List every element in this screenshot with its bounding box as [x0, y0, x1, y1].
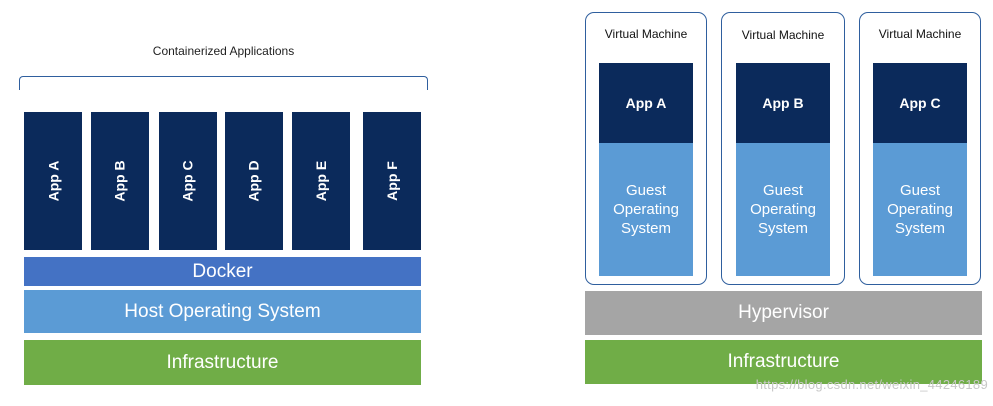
hypervisor-layer: Hypervisor — [585, 291, 982, 335]
container-infrastructure-layer: Infrastructure — [24, 340, 421, 385]
virtual-machine-title: Virtual Machine — [878, 27, 962, 41]
vm-app-c: App C — [873, 63, 967, 143]
guest-os-layer: Guest Operating System — [873, 143, 967, 276]
container-app-b: App B — [91, 112, 149, 250]
guest-os-layer: Guest Operating System — [736, 143, 830, 276]
container-app-label: App A — [44, 160, 61, 202]
container-app-d: App D — [225, 112, 283, 250]
virtual-machine-title: Virtual Machine — [741, 28, 825, 42]
docker-layer: Docker — [24, 257, 421, 286]
containerized-applications-caption: Containerized Applications — [152, 44, 295, 58]
container-app-label: App D — [246, 160, 262, 202]
host-os-layer: Host Operating System — [24, 290, 421, 333]
vm-app-a: App A — [599, 63, 693, 143]
virtual-machine-title: Virtual Machine — [604, 27, 688, 41]
container-app-label: App E — [312, 160, 329, 202]
vm-infrastructure-layer: Infrastructure — [585, 340, 982, 384]
containerized-applications-bracket — [19, 76, 428, 90]
guest-os-layer: Guest Operating System — [599, 143, 693, 276]
container-app-label: App F — [384, 161, 400, 201]
vm-app-b: App B — [736, 63, 830, 143]
container-app-label: App B — [112, 160, 128, 202]
container-app-e: App E — [292, 112, 350, 250]
container-app-f: App F — [363, 112, 421, 250]
container-app-label: App C — [180, 160, 196, 202]
container-app-c: App C — [159, 112, 217, 250]
watermark-text: https://blog.csdn.net/weixin_44246189 — [755, 377, 988, 392]
container-app-a: App A — [24, 112, 82, 250]
